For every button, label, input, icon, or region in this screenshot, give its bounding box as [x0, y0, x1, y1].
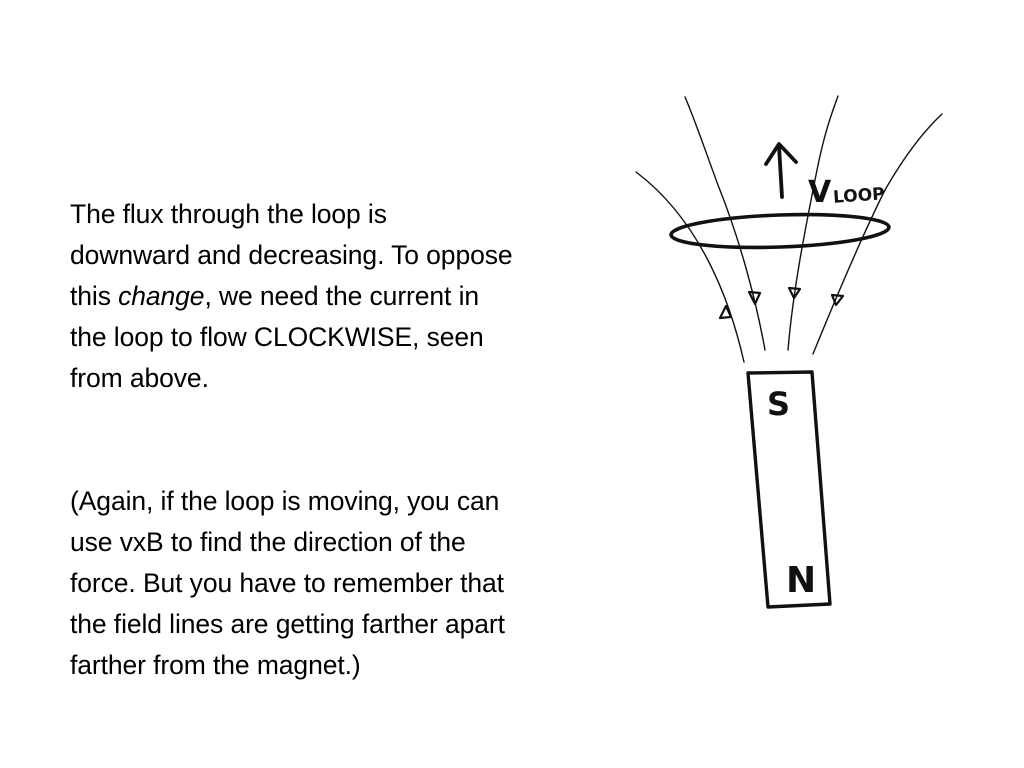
velocity-arrow [764, 142, 798, 199]
field-line [684, 96, 766, 351]
pole-label-north: N [786, 560, 816, 601]
arrow-shaft [777, 144, 784, 199]
arrowhead [787, 286, 802, 300]
text-line: the loop to flow CLOCKWISE, seen [70, 322, 484, 352]
explanation-paragraph: The flux through the loop is downward an… [70, 194, 660, 399]
magnet-body [746, 370, 832, 609]
arrowhead [830, 293, 845, 307]
text-line: force. But you have to remember that [70, 568, 504, 598]
note-paragraph: (Again, if the loop is moving, you can u… [70, 481, 660, 686]
field-line [812, 113, 943, 355]
bar-magnet: S N [746, 370, 832, 609]
text-line: (Again, if the loop is moving, you can [70, 486, 500, 516]
text-line: from above. [70, 363, 209, 393]
field-lines [635, 95, 943, 363]
text-line: downward and decreasing. To oppose [70, 240, 513, 270]
text-line: use vxB to find the direction of the [70, 527, 466, 557]
pole-label-south: S [767, 385, 790, 423]
emphasized-word: change [118, 281, 205, 311]
text-line: farther from the magnet.) [70, 650, 361, 680]
text-fragment: this [70, 281, 119, 311]
text-line: The flux through the loop is [70, 199, 387, 229]
arrowhead [718, 304, 733, 320]
velocity-label: V [808, 175, 832, 210]
velocity-label-subscript: LOOP [832, 184, 885, 208]
text-line: the field lines are getting farther apar… [70, 609, 505, 639]
field-line [787, 95, 839, 351]
text-fragment: , we need the current in [204, 281, 479, 311]
field-arrowheads [718, 286, 845, 320]
text-line: this change, we need the current in [70, 276, 660, 317]
arrow-head [764, 142, 798, 166]
conducting-loop [669, 212, 891, 250]
arrowhead [747, 290, 762, 306]
